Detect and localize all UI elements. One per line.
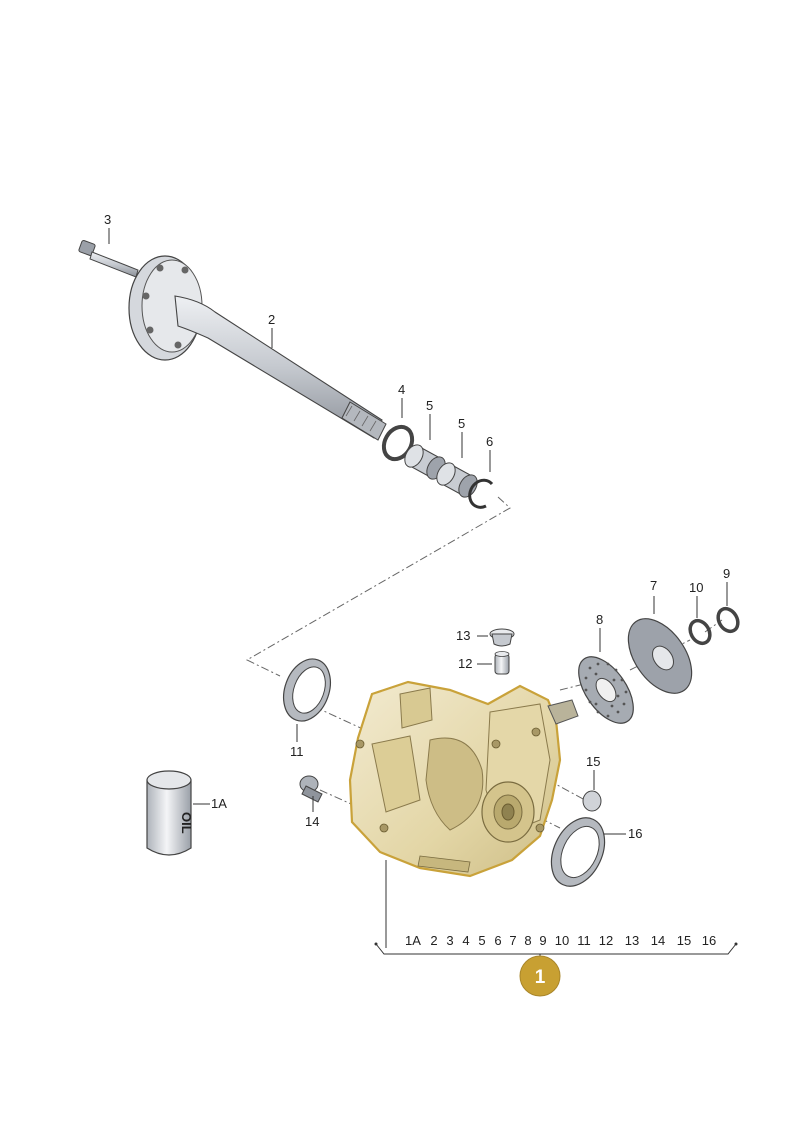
summary-item: 13 bbox=[625, 933, 639, 948]
oil-can-marking: OIL bbox=[179, 812, 194, 834]
callout-13: 13 bbox=[456, 628, 470, 643]
callout-1A: 1A bbox=[211, 796, 227, 811]
circlip-part bbox=[468, 478, 494, 509]
callout-16: 16 bbox=[628, 826, 642, 841]
callout-12: 12 bbox=[458, 656, 472, 671]
assembly-badge-number: 1 bbox=[535, 967, 546, 988]
summary-item: 3 bbox=[446, 933, 453, 948]
summary-item: 14 bbox=[651, 933, 665, 948]
summary-item: 16 bbox=[702, 933, 716, 948]
thrust-disc-part bbox=[627, 618, 693, 694]
callout-7: 7 bbox=[650, 578, 657, 593]
summary-item: 7 bbox=[509, 933, 516, 948]
summary-item: 11 bbox=[577, 933, 591, 948]
sealing-cap-part bbox=[582, 790, 602, 812]
retaining-ring-part bbox=[716, 606, 740, 634]
callout-2: 2 bbox=[268, 312, 275, 327]
callout-lines bbox=[108, 228, 728, 835]
summary-item: 9 bbox=[539, 933, 546, 948]
summary-item: 2 bbox=[430, 933, 437, 948]
summary-item: 5 bbox=[478, 933, 485, 948]
output-seal-part bbox=[550, 817, 606, 887]
callout-6: 6 bbox=[486, 434, 493, 449]
summary-item: 1A bbox=[405, 933, 421, 948]
callout-9: 9 bbox=[723, 566, 730, 581]
callout-14: 14 bbox=[305, 814, 319, 829]
summary-item: 4 bbox=[462, 933, 469, 948]
gearbox-housing-part bbox=[348, 680, 579, 878]
callout-11: 11 bbox=[290, 744, 304, 759]
sleeve-part bbox=[494, 651, 510, 675]
oil-can-part: OIL bbox=[146, 770, 194, 856]
screw-plug-part bbox=[299, 775, 323, 803]
callout-10: 10 bbox=[689, 580, 703, 595]
callout-3: 3 bbox=[104, 212, 111, 227]
plug-cap-part bbox=[489, 628, 515, 647]
needle-bearing-part-a bbox=[404, 444, 446, 480]
spacer-ring-part bbox=[688, 618, 712, 646]
summary-item: 8 bbox=[524, 933, 531, 948]
callout-8: 8 bbox=[596, 612, 603, 627]
shaft-seal-part bbox=[283, 658, 331, 722]
summary-item: 10 bbox=[555, 933, 569, 948]
summary-item: 15 bbox=[677, 933, 691, 948]
callout-4: 4 bbox=[398, 382, 405, 397]
summary-item: 6 bbox=[494, 933, 501, 948]
callout-5b: 5 bbox=[458, 416, 465, 431]
callout-labels: 3 2 4 5 5 6 7 8 9 10 11 12 13 14 15 16 1… bbox=[104, 212, 730, 841]
callout-5a: 5 bbox=[426, 398, 433, 413]
drive-shaft-part bbox=[128, 255, 387, 441]
callout-15: 15 bbox=[586, 754, 600, 769]
perforated-washer-part bbox=[578, 656, 634, 724]
summary-item: 12 bbox=[599, 933, 613, 948]
needle-bearing-part-b bbox=[436, 462, 478, 498]
bolt-part bbox=[78, 240, 139, 278]
assembly-badge: 1 bbox=[519, 955, 561, 997]
